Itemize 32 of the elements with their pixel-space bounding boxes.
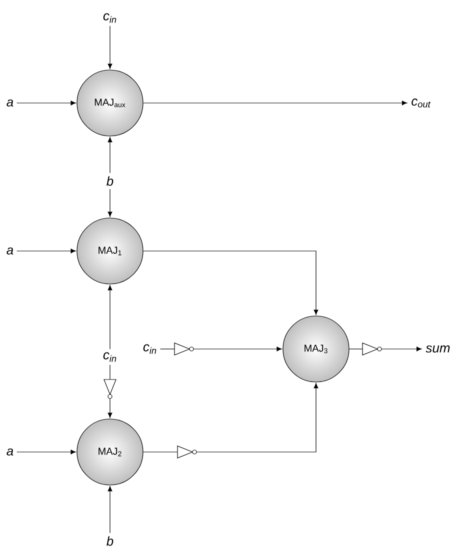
- arrow: [381, 346, 422, 352]
- signal-label: c$_{in}$: [103, 13, 116, 23]
- majority-gate: MAJ$_{3}$: [282, 316, 350, 382]
- inverter-symbol: [362, 342, 382, 356]
- signal-label: a: [6, 448, 14, 456]
- arrow: [193, 346, 282, 352]
- arrow: [16, 248, 76, 254]
- signal-label: c$_{in}$: [103, 352, 116, 362]
- majority-gate: MAJ$_{1}$: [76, 218, 144, 284]
- signal-label: c$_{in}$: [143, 344, 156, 354]
- arrow: [108, 398, 112, 418]
- arrow: [108, 486, 112, 534]
- signal-label: sum: [426, 345, 450, 353]
- arrow: [196, 383, 318, 452]
- majority-gate: MAJ$_{2}$: [76, 418, 144, 486]
- inverter-symbol: [174, 342, 194, 356]
- majority-gate: MAJ$_{aux}$: [76, 70, 144, 136]
- arrow: [108, 188, 112, 217]
- signal-label: b: [106, 176, 114, 186]
- inverter-symbol: [104, 379, 116, 399]
- signal-label: b: [106, 536, 114, 546]
- arrow: [143, 100, 408, 106]
- arrow: [143, 250, 318, 315]
- signal-label: c$_{out}$: [412, 98, 431, 108]
- arrow: [16, 450, 76, 454]
- inverter-symbol: [177, 446, 197, 458]
- arrow: [108, 285, 112, 350]
- arrow: [16, 100, 76, 106]
- arrow: [108, 137, 112, 174]
- signal-label: a: [6, 247, 14, 255]
- signal-label: a: [6, 99, 14, 107]
- arrow: [108, 26, 112, 69]
